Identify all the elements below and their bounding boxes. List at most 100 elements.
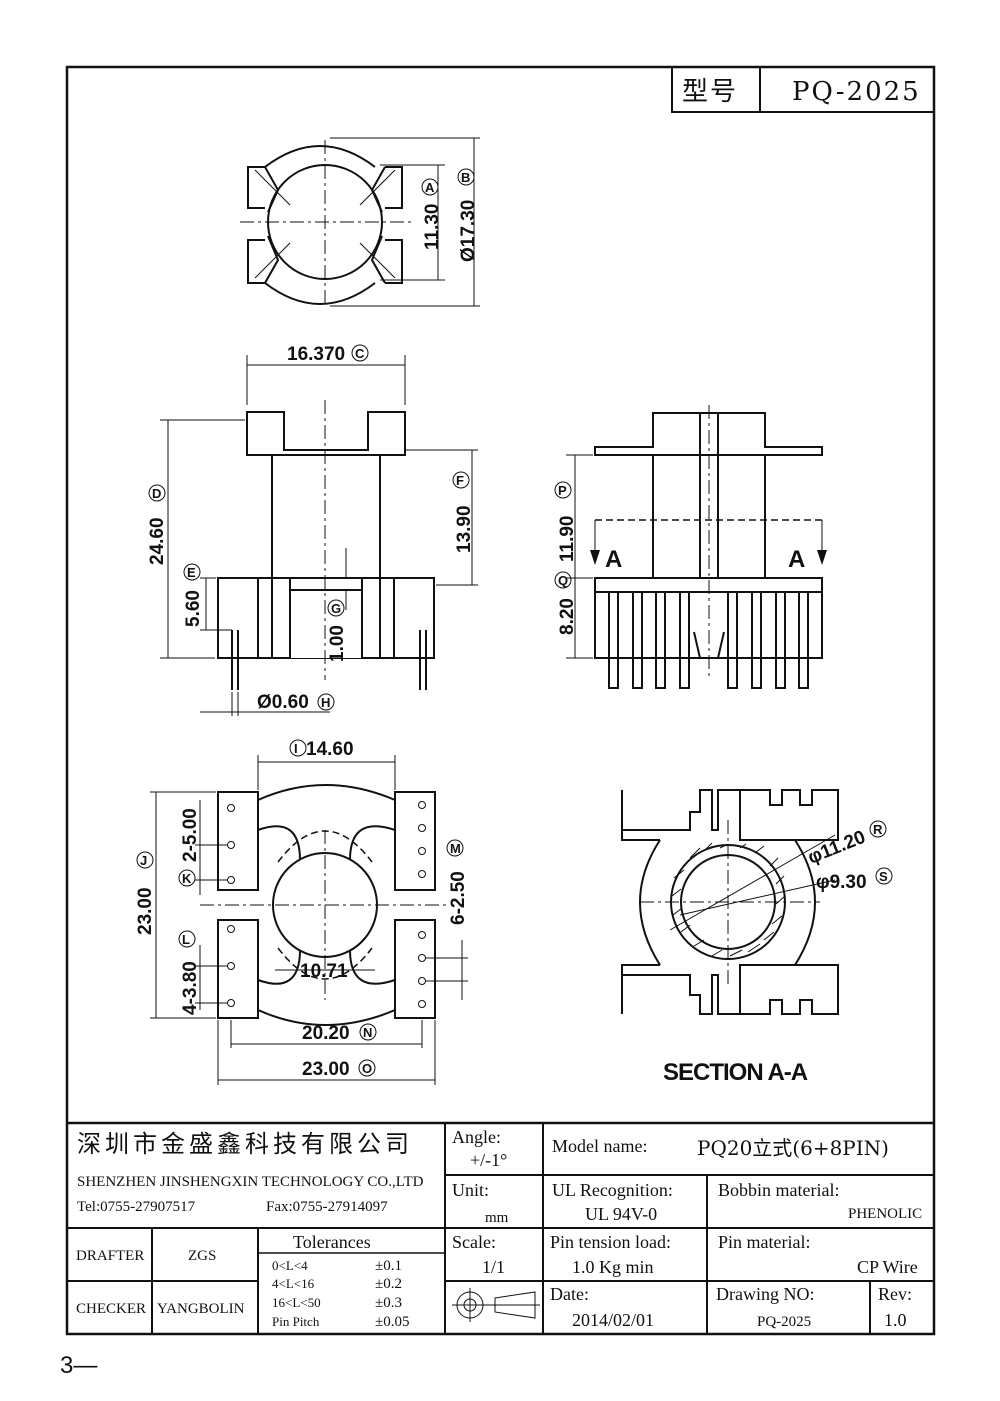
side-view: A A 11.90 P 8.20 Q — [554, 405, 827, 689]
tag-k: K — [178, 869, 196, 887]
svg-text:G: G — [331, 601, 341, 616]
tolerances-label: Tolerances — [293, 1232, 371, 1252]
svg-text:±0.05: ±0.05 — [375, 1314, 409, 1330]
dim-d: 24.60 — [147, 517, 168, 565]
svg-text:F: F — [456, 473, 464, 488]
drawing-frame — [65, 65, 936, 1336]
tel: Tel:0755-27907517 — [77, 1199, 196, 1215]
dim-n: 20.20 — [302, 1023, 350, 1044]
dim-g: 1.00 — [327, 625, 348, 662]
bobbin-value: PHENOLIC — [848, 1206, 922, 1222]
drawing-no-value: PQ-2025 — [757, 1314, 811, 1330]
svg-text:Pin Pitch: Pin Pitch — [272, 1314, 320, 1329]
svg-text:M: M — [450, 841, 461, 856]
section-view: φ11.20 R φ9.30 S SECTION A-A — [621, 789, 893, 1086]
drafter-label: DRAFTER — [76, 1248, 144, 1264]
svg-text:O: O — [362, 1061, 372, 1076]
svg-text:±0.3: ±0.3 — [375, 1295, 402, 1311]
tag-d: D — [148, 484, 166, 502]
pin-tension-label: Pin tension load: — [550, 1232, 671, 1252]
tolerance-rows: 0<L<4 ±0.1 4<L<16 ±0.2 16<L<50 ±0.3 Pin … — [272, 1258, 409, 1330]
svg-text:I: I — [294, 741, 298, 756]
svg-text:N: N — [363, 1025, 372, 1040]
svg-text:Q: Q — [558, 573, 568, 588]
bobbin-label: Bobbin material: — [718, 1180, 839, 1200]
svg-text:S: S — [879, 869, 888, 884]
date-value: 2014/02/01 — [572, 1310, 654, 1330]
dim-inner: 10.71 — [300, 961, 348, 982]
svg-text:A: A — [425, 180, 435, 195]
svg-text:K: K — [182, 871, 192, 886]
svg-text:16<L<50: 16<L<50 — [272, 1295, 321, 1310]
tag-e: E — [183, 563, 201, 581]
svg-text:±0.2: ±0.2 — [375, 1276, 402, 1292]
tag-f: F — [452, 471, 470, 489]
dim-i: 14.60 — [306, 739, 354, 760]
tag-m: M — [446, 839, 464, 857]
svg-text:J: J — [140, 853, 147, 868]
bottom-view: 14.60 I 23.00 J 2-5.00 K 4-3.80 L 6-2.50… — [135, 739, 469, 1085]
drafter-value: ZGS — [188, 1248, 216, 1264]
dim-k: 2-5.00 — [180, 808, 201, 862]
section-mark-right: A — [788, 546, 805, 573]
page-number: 3— — [60, 1352, 98, 1379]
svg-text:R: R — [873, 822, 883, 837]
title-block: 深圳市金盛鑫科技有限公司 SHENZHEN JINSHENGXIN TECHNO… — [67, 1121, 934, 1334]
tag-q: Q — [554, 571, 572, 589]
rev-value: 1.0 — [884, 1310, 907, 1330]
checker-value: YANGBOLIN — [157, 1301, 245, 1317]
svg-text:B: B — [461, 170, 470, 185]
tag-r: R — [869, 820, 887, 838]
dim-e: 5.60 — [183, 590, 204, 627]
date-label: Date: — [550, 1284, 589, 1304]
header-type-value: PQ-2025 — [792, 77, 921, 107]
dim-b: Ø17.30 — [458, 200, 479, 262]
svg-text:D: D — [152, 486, 161, 501]
dim-c: 16.370 — [287, 344, 345, 365]
rev-label: Rev: — [878, 1284, 912, 1304]
drawing-no-label: Drawing NO: — [716, 1284, 814, 1304]
svg-text:0<L<4: 0<L<4 — [272, 1258, 308, 1273]
svg-text:4<L<16: 4<L<16 — [272, 1276, 315, 1291]
tag-a: A — [421, 178, 439, 196]
tag-l: L — [178, 930, 196, 948]
tag-j: J — [136, 851, 154, 869]
fax: Fax:0755-27914097 — [266, 1199, 388, 1215]
model-value: PQ20立式(6+8PIN) — [697, 1136, 889, 1160]
svg-text:L: L — [182, 932, 190, 947]
front-view: 16.370 C 24.60 D 5.60 E 13.90 F 1.00 G Ø… — [147, 344, 478, 716]
unit-value: mm — [485, 1210, 509, 1226]
company-cn: 深圳市金盛鑫科技有限公司 — [77, 1130, 413, 1158]
dim-q: 8.20 — [557, 598, 578, 635]
dim-j: 23.00 — [135, 887, 156, 935]
dim-h: Ø0.60 — [257, 692, 309, 713]
unit-label: Unit: — [452, 1180, 489, 1200]
pin-material-value: CP Wire — [857, 1257, 918, 1277]
scale-label: Scale: — [452, 1232, 496, 1252]
dim-l: 4-3.80 — [180, 961, 201, 1015]
scale-value: 1/1 — [482, 1257, 505, 1277]
dim-o: 23.00 — [302, 1059, 350, 1080]
dim-s: φ9.30 — [816, 872, 867, 893]
svg-text:H: H — [321, 695, 330, 710]
tag-p: P — [554, 481, 572, 499]
section-mark-left: A — [605, 546, 622, 573]
model-label: Model name: — [552, 1136, 647, 1156]
dim-m: 6-2.50 — [448, 871, 469, 925]
pin-tension-value: 1.0 Kg min — [572, 1257, 654, 1277]
hatching — [671, 842, 786, 957]
tag-s: S — [875, 867, 893, 885]
angle-label: Angle: — [452, 1127, 501, 1147]
side-pins — [608, 592, 809, 689]
header-type-box: 型号 PQ-2025 — [671, 66, 935, 113]
svg-text:C: C — [355, 346, 365, 361]
svg-text:E: E — [187, 565, 196, 580]
svg-text:P: P — [558, 483, 567, 498]
tag-g: G — [327, 599, 345, 617]
tag-o: O — [358, 1059, 376, 1077]
tag-n: N — [359, 1023, 377, 1041]
dim-r: φ11.20 — [805, 827, 869, 869]
ul-value: UL 94V-0 — [585, 1204, 657, 1224]
tag-c: C — [351, 344, 369, 362]
